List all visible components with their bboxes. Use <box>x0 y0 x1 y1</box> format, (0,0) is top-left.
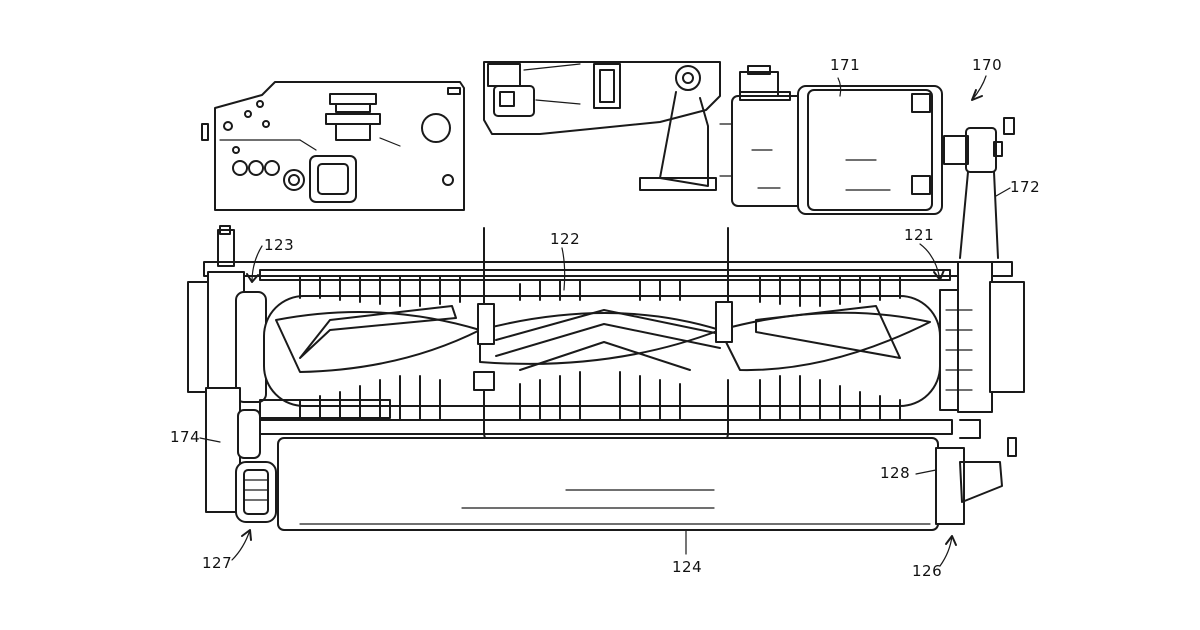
label-170: 170 <box>972 56 1002 74</box>
label-128: 128 <box>880 464 910 482</box>
label-126: 126 <box>912 562 942 580</box>
label-172: 172 <box>1010 178 1040 196</box>
control-board-plate <box>202 82 464 210</box>
motor <box>720 66 942 214</box>
label-122: 122 <box>550 230 580 248</box>
label-121: 121 <box>904 226 934 244</box>
label-123: 123 <box>264 236 294 254</box>
brushroll <box>264 228 940 446</box>
drive-belt-right <box>944 118 1014 258</box>
label-127: 127 <box>202 554 232 572</box>
label-124: 124 <box>672 558 702 576</box>
label-174: 174 <box>170 428 200 446</box>
label-171: 171 <box>830 56 860 74</box>
motor-mount-bracket <box>484 62 720 190</box>
